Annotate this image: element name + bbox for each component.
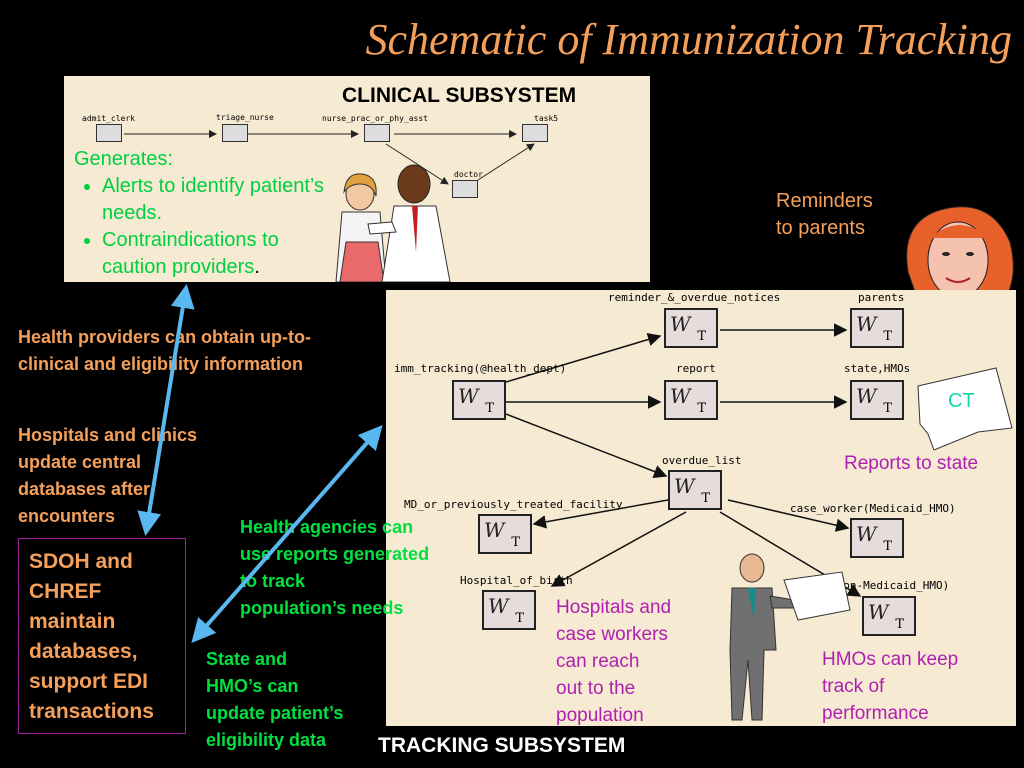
- label-non-medicaid-hmo: (non-Medicaid_HMO): [830, 579, 950, 592]
- clinical-label-task5: task5: [534, 114, 559, 123]
- generates-list: Alerts to identify patient’s needs. Cont…: [74, 173, 344, 281]
- label-overdue-list: overdue_list: [662, 454, 742, 467]
- clinical-generates-text: Generates: Alerts to identify patient’s …: [74, 146, 344, 281]
- page-title: Schematic of Immunization Tracking: [365, 15, 1013, 64]
- clinical-label-doctor: doctor: [454, 170, 483, 179]
- clinical-label-triage-nurse: triage_nurse: [216, 113, 274, 122]
- generates-heading: Generates:: [74, 148, 173, 170]
- ct-label: CT: [948, 390, 975, 412]
- clinical-subsystem-title: CLINICAL SUBSYSTEM: [342, 84, 577, 107]
- clinical-subsystem-panel: CLINICAL SUBSYSTEM admit_clerk triage_nu…: [64, 76, 650, 282]
- hmos-performance-note: HMOs can keep track of performance: [822, 649, 959, 724]
- label-md-or-previously-treated: MD_or_previously_treated_facility: [404, 498, 623, 511]
- reminders-to-parents-text: Reminders to parents: [776, 190, 873, 239]
- tracking-flow-edges: [505, 323, 862, 597]
- clinical-node-task5: [522, 124, 548, 142]
- hospitals-case-workers-note: Hospitals and case workers can reach out…: [556, 597, 672, 726]
- clinical-node-triage-nurse: [222, 124, 248, 142]
- businessman-with-chart-illustration: [729, 553, 851, 721]
- arrow-sdoh-to-tracking: [191, 424, 383, 644]
- label-hospital-of-birth: Hospital_of_birth: [460, 574, 573, 587]
- label-case-worker: case_worker(Medicaid_HMO): [790, 502, 956, 515]
- label-state-hmos: state,HMOs: [844, 362, 911, 375]
- connecticut-map-shape: [917, 367, 1013, 451]
- clinical-node-doctor: [452, 180, 478, 198]
- reports-to-state-text: Reports to state: [844, 453, 979, 474]
- arrow-sdoh-to-clinical: [137, 284, 195, 536]
- clinical-label-admit-clerk: admit_clerk: [82, 114, 135, 123]
- clinical-flow-edges: [124, 130, 535, 185]
- clinical-node-nurse-prac: [364, 124, 390, 142]
- generates-item-contraindications: Contraindications to caution providers.: [102, 227, 344, 281]
- sdoh-chref-box: SDOH and CHREF maintain databases, suppo…: [18, 538, 186, 734]
- clinical-node-admit-clerk: [96, 124, 122, 142]
- state-hmo-note: State and HMO’s can update patient’s eli…: [206, 649, 344, 750]
- clinical-label-nurse-prac: nurse_prac_or_phy_asst: [322, 114, 428, 123]
- generates-item-alerts: Alerts to identify patient’s needs.: [102, 173, 344, 227]
- label-report: report: [676, 362, 716, 375]
- label-reminder-overdue-notices: reminder_&_overdue_notices: [608, 291, 781, 304]
- label-parents: parents: [858, 291, 905, 304]
- tracking-subsystem-title: TRACKING SUBSYSTEM: [378, 734, 626, 757]
- label-imm-tracking: imm_tracking(@health_dept): [394, 362, 567, 375]
- doctor-vaccinating-child-illustration: [335, 164, 451, 282]
